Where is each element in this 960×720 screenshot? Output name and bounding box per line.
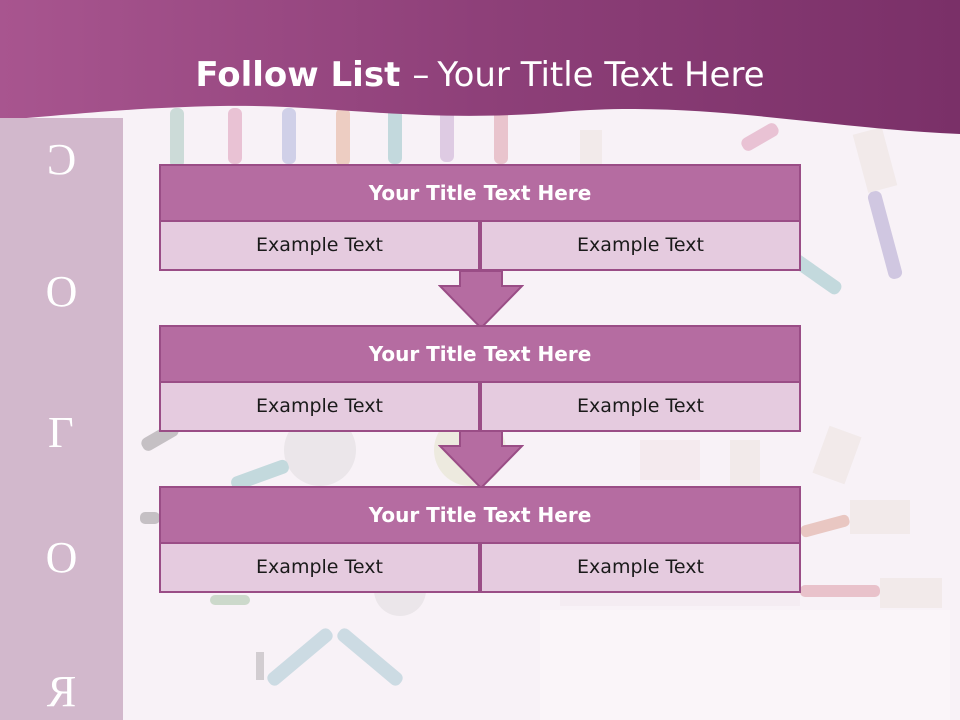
side-letter-c: C <box>46 135 77 184</box>
flow-step-3: Your Title Text Here Example Text Exampl… <box>159 486 801 593</box>
flow-step-left-text: Example Text <box>159 220 480 271</box>
flow-step-1: Your Title Text Here Example Text Exampl… <box>159 164 801 271</box>
down-arrow-icon <box>438 270 524 330</box>
side-letter-o: O <box>45 267 78 316</box>
flow-step-title: Your Title Text Here <box>159 325 801 383</box>
side-letter-l: L <box>48 408 75 457</box>
page-title-bold: Follow List <box>195 55 401 95</box>
flow-step-left-text: Example Text <box>159 542 480 593</box>
side-letter-o-2: O <box>45 533 78 582</box>
down-arrow-icon <box>438 430 524 490</box>
flow-step-title: Your Title Text Here <box>159 164 801 222</box>
flow-step-2: Your Title Text Here Example Text Exampl… <box>159 325 801 432</box>
side-letter-r: R <box>46 667 77 716</box>
flow-step-right-text: Example Text <box>480 220 801 271</box>
side-bar: C O L O R <box>0 118 123 720</box>
flow-step-right-text: Example Text <box>480 381 801 432</box>
page-title-rest: Your Title Text Here <box>437 55 765 95</box>
flow-step-left-text: Example Text <box>159 381 480 432</box>
header-band <box>0 0 960 134</box>
page-title: Follow List–Your Title Text Here <box>0 52 960 98</box>
flow-step-right-text: Example Text <box>480 542 801 593</box>
flow-step-title: Your Title Text Here <box>159 486 801 544</box>
page-title-separator: – <box>412 55 430 95</box>
